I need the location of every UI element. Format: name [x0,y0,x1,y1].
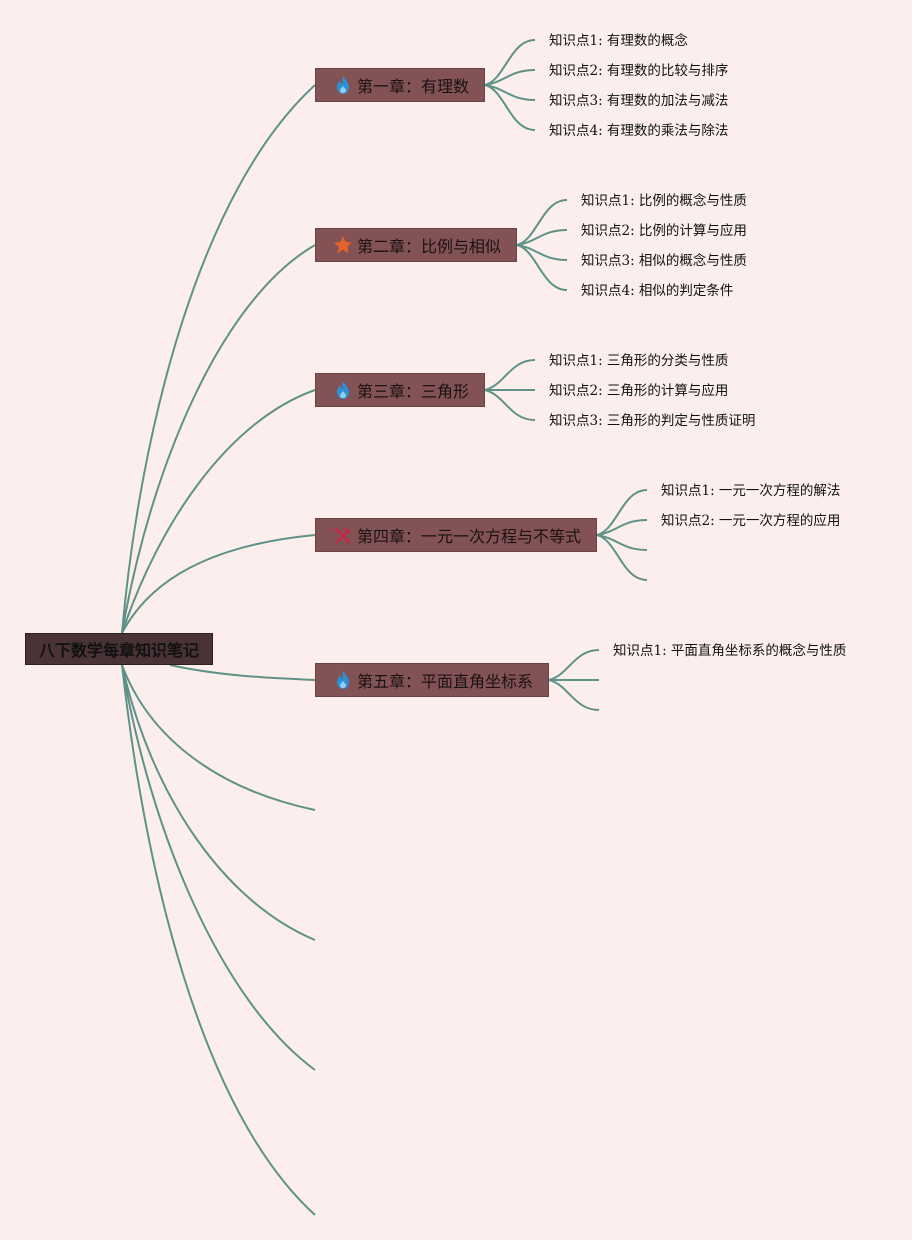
knowledge-point[interactable]: 知识点1: 一元一次方程的解法 [661,483,841,499]
root-node[interactable]: 八下数学每章知识笔记 [25,633,213,665]
link-root-ch5 [169,664,316,681]
link-ch4-empty-2 [596,534,648,581]
link-root-ch3 [121,389,316,634]
star-icon [333,235,353,255]
link-ch1-p1 [484,39,536,86]
link-root-empty-2 [121,664,316,941]
knowledge-point[interactable]: 知识点2: 比例的计算与应用 [581,223,747,239]
root-title: 八下数学每章知识笔记 [38,641,199,660]
link-root-empty-3 [121,664,316,1071]
link-root-ch2 [121,244,316,634]
knowledge-point[interactable]: 知识点1: 平面直角坐标系的概念与性质 [613,643,847,659]
chapter-4-title: 第四章：一元一次方程与不等式 [357,527,582,546]
link-ch2-p4 [516,244,568,291]
flame-icon [333,380,353,400]
link-root-empty-1 [121,664,316,811]
knowledge-point[interactable]: 知识点3: 相似的概念与性质 [581,253,747,269]
chapter-5-node[interactable]: 第五章：平面直角坐标系 [315,663,549,697]
chapter-1-node[interactable]: 第一章：有理数 [315,68,485,102]
link-ch5-p1 [548,649,600,681]
knowledge-point[interactable]: 知识点1: 有理数的概念 [549,33,688,49]
knowledge-point[interactable]: 知识点2: 一元一次方程的应用 [661,513,841,529]
knowledge-point[interactable]: 知识点1: 比例的概念与性质 [581,193,747,209]
knowledge-point[interactable]: 知识点3: 三角形的判定与性质证明 [549,413,756,429]
knowledge-point[interactable]: 知识点2: 有理数的比较与排序 [549,63,729,79]
link-root-ch4 [121,534,316,634]
link-ch4-empty-1 [596,534,648,551]
link-ch1-p2 [484,69,536,86]
link-ch2-p3 [516,244,568,261]
crossed-tools-icon [333,525,353,545]
link-ch3-p1 [484,359,536,391]
chapter-5-title: 第五章：平面直角坐标系 [357,672,534,691]
chapter-1-title: 第一章：有理数 [357,77,470,96]
chapter-3-node[interactable]: 第三章：三角形 [315,373,485,407]
knowledge-point[interactable]: 知识点3: 有理数的加法与减法 [549,93,729,109]
flame-icon [333,670,353,690]
link-ch2-p1 [516,199,568,246]
link-ch2-p2 [516,229,568,246]
link-ch1-p3 [484,84,536,101]
link-ch1-p4 [484,84,536,131]
link-ch3-p3 [484,389,536,421]
link-ch4-p1 [596,489,648,536]
chapter-2-title: 第二章：比例与相似 [357,237,502,256]
chapter-4-node[interactable]: 第四章：一元一次方程与不等式 [315,518,597,552]
knowledge-point[interactable]: 知识点4: 相似的判定条件 [581,283,734,299]
link-ch5-empty-2 [548,679,600,711]
chapter-3-title: 第三章：三角形 [357,382,470,401]
link-root-ch1 [121,84,316,634]
link-ch4-p2 [596,519,648,536]
link-root-empty-4 [121,664,316,1216]
knowledge-point[interactable]: 知识点1: 三角形的分类与性质 [549,353,729,369]
flame-icon [333,75,353,95]
chapter-2-node[interactable]: 第二章：比例与相似 [315,228,517,262]
knowledge-point[interactable]: 知识点4: 有理数的乘法与除法 [549,123,729,139]
knowledge-point[interactable]: 知识点2: 三角形的计算与应用 [549,383,729,399]
